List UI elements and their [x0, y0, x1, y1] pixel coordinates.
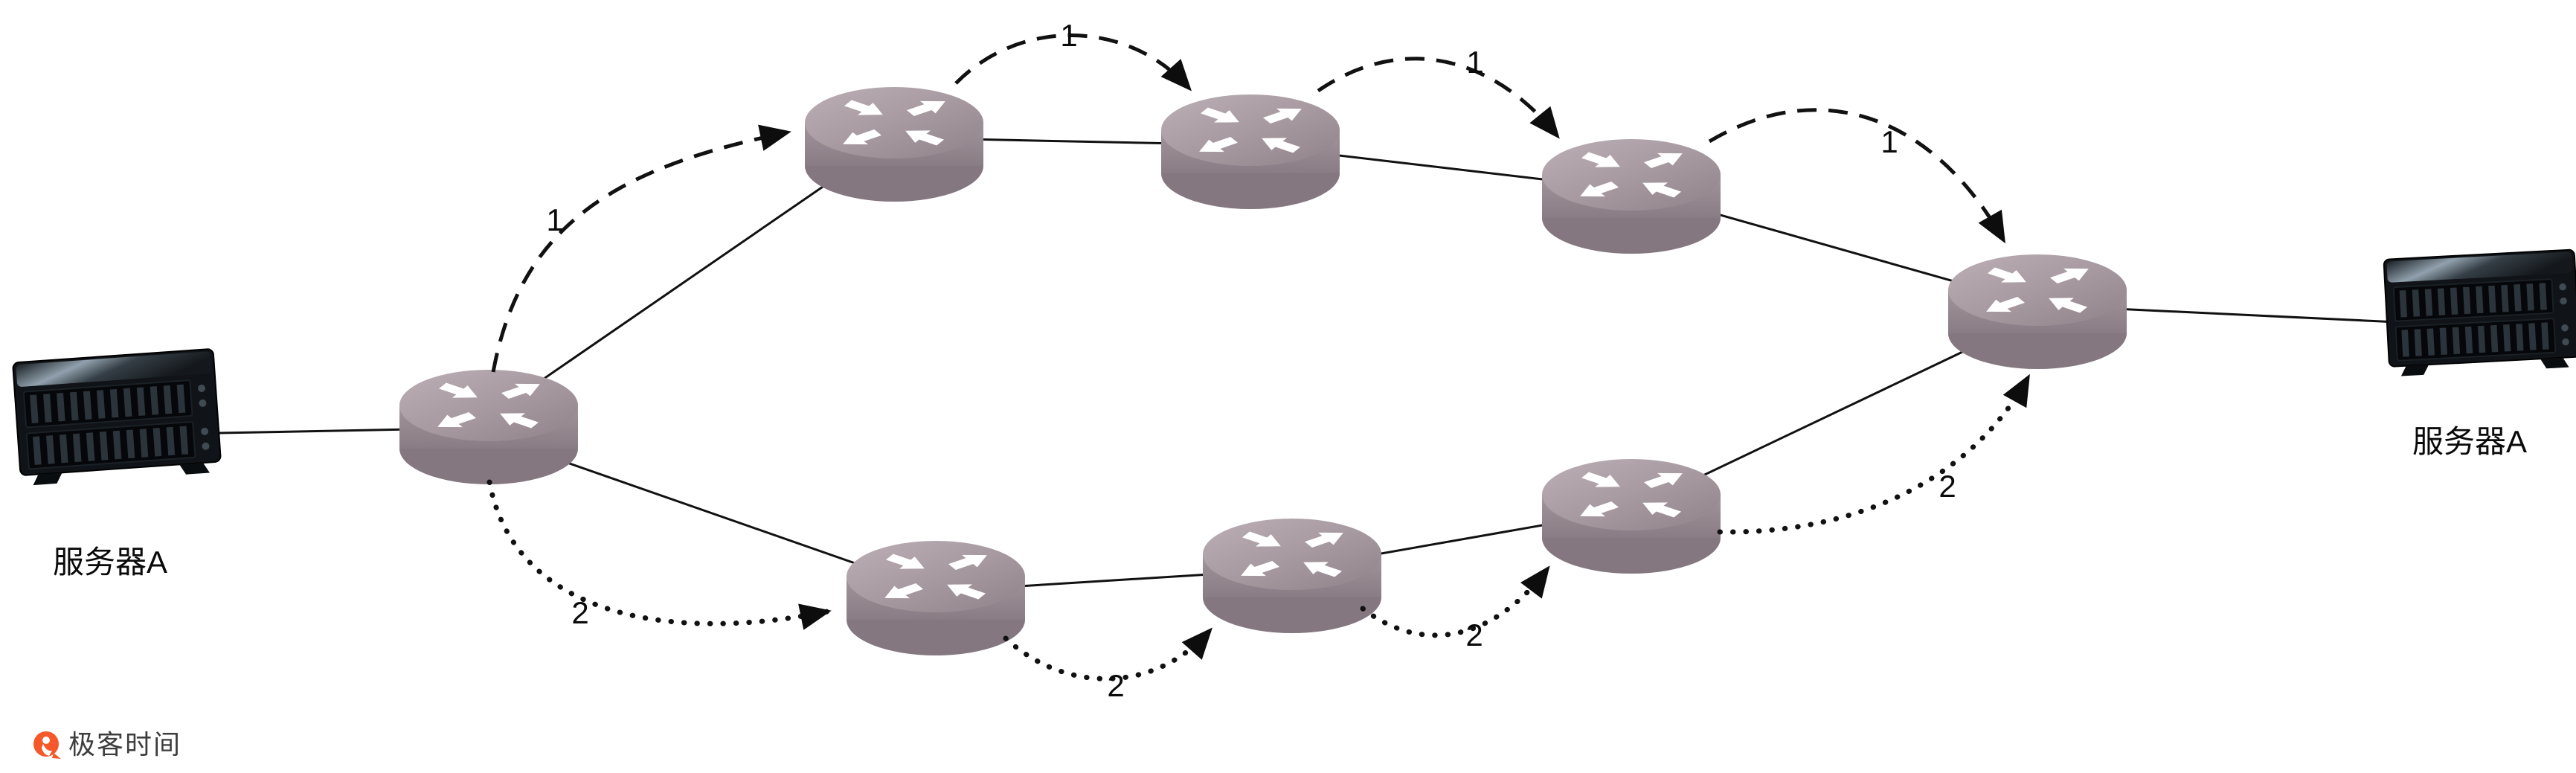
route1-label-2: 1: [1060, 18, 1077, 53]
route1-arrow-seg1: [491, 124, 791, 373]
route1-arrow-seg4: [1708, 108, 2005, 244]
route1-arrow-seg2: [954, 33, 1192, 92]
router-top-1: [805, 87, 983, 202]
route1-label-3: 1: [1466, 45, 1483, 80]
route2-label-2: 2: [1107, 668, 1124, 703]
router-top-2: [1161, 94, 1340, 209]
server-left: [12, 347, 222, 487]
route2-arrow-seg3: [1360, 565, 1550, 638]
route2-arrow-seg4: [1717, 373, 2031, 535]
route1-label-4: 1: [1880, 124, 1898, 159]
route2-label-1: 2: [571, 595, 588, 630]
route-1-dashed-path: [491, 33, 2005, 373]
route1-label-1: 1: [546, 202, 563, 237]
router-bottom-3: [1542, 459, 1721, 574]
server-right: [2383, 248, 2576, 378]
geektime-logo-text: 极客时间: [68, 729, 182, 760]
route2-arrow-seg2: [1003, 627, 1212, 681]
router-bottom-2: [1203, 519, 1381, 633]
route2-label-4: 2: [1939, 469, 1956, 504]
route-2-dotted-path: [486, 373, 2031, 681]
route2-label-3: 2: [1465, 618, 1483, 652]
server-right-label: 服务器A: [2412, 424, 2527, 459]
geektime-logo: 极客时间: [33, 729, 182, 760]
geektime-logo-icon: [33, 731, 61, 759]
router-bottom-1: [847, 541, 1025, 655]
router-right-edge: [1948, 254, 2127, 369]
server-left-label: 服务器A: [53, 545, 167, 580]
router-top-3: [1542, 139, 1721, 254]
router-left-edge: [399, 370, 578, 484]
route2-arrow-seg1: [486, 479, 832, 630]
route1-arrow-seg3: [1317, 57, 1560, 139]
